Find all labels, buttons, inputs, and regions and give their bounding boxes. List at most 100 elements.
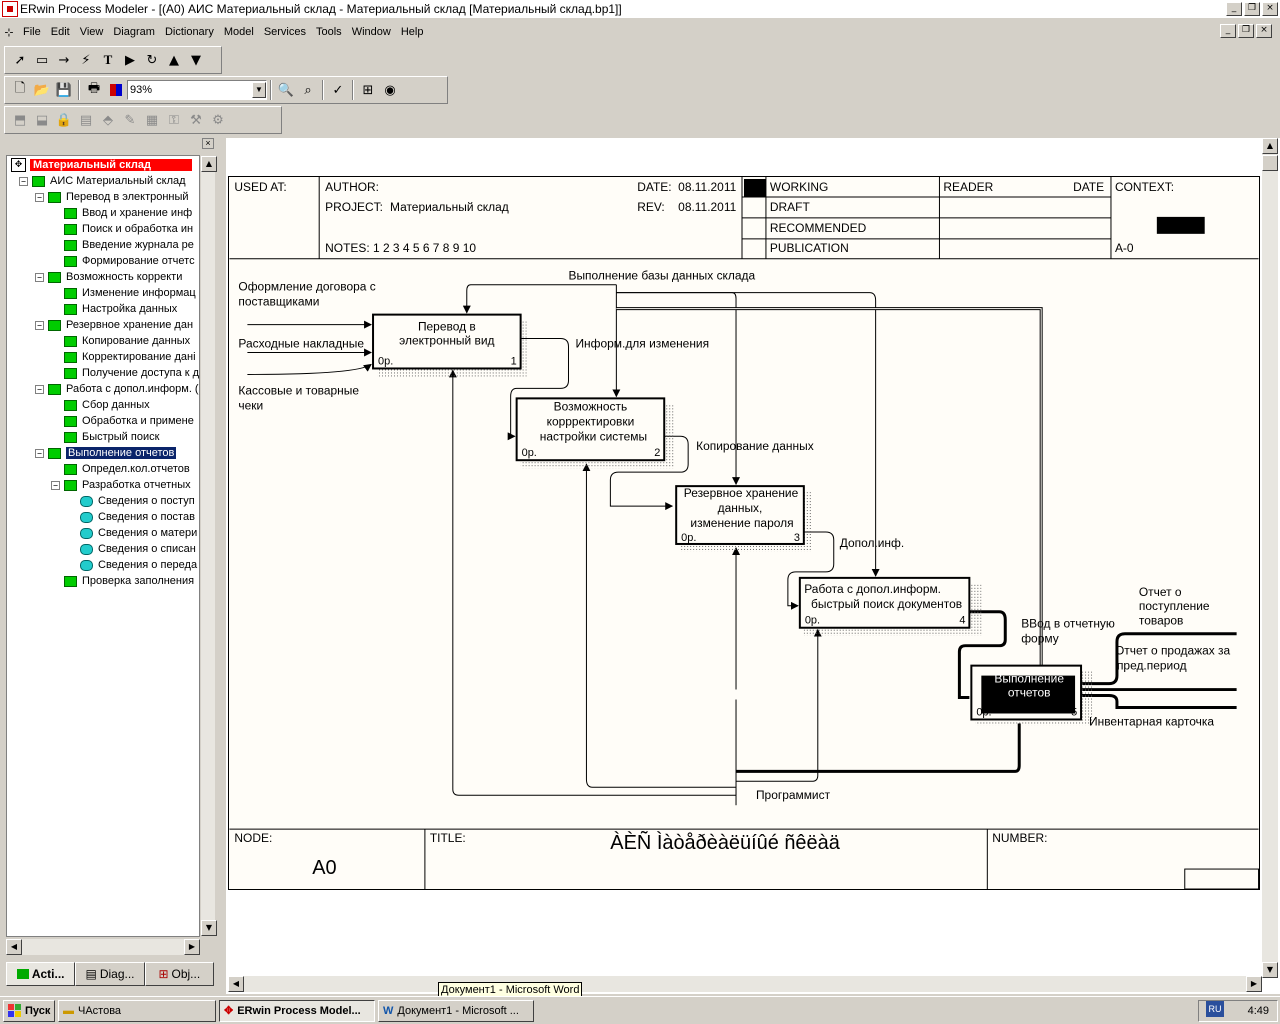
tree-node[interactable]: Сведения о постав xyxy=(7,509,199,525)
canvas-vertical-scrollbar[interactable]: ▲ ▼ xyxy=(1262,138,1278,978)
new-file-icon[interactable]: 🗋 xyxy=(14,81,26,96)
tree-node[interactable]: Ввод и хранение инф xyxy=(7,205,199,221)
tree-node[interactable]: Быстрый поиск xyxy=(7,429,199,445)
canvas-horizontal-scrollbar[interactable]: ◀ ▶ xyxy=(228,976,1262,992)
collapse-toggle-icon[interactable]: − xyxy=(51,480,60,490)
scroll-up-icon[interactable]: ▲ xyxy=(201,156,217,172)
squiggle-tool-icon[interactable]: ⚡ xyxy=(81,52,91,68)
tree-node[interactable]: Сведения о поступ xyxy=(7,493,199,509)
box-tool-icon[interactable]: ▭ xyxy=(35,52,49,68)
taskbar-item-folder[interactable]: ▬ЧАстова xyxy=(58,999,216,1022)
menu-file[interactable]: File xyxy=(23,26,41,38)
tree-node[interactable]: Формирование отчетс xyxy=(7,253,199,269)
go-up-icon[interactable]: ▲ xyxy=(169,52,179,68)
tab-diagrams[interactable]: ▤Diag... xyxy=(75,962,145,986)
tree-node[interactable]: Поиск и обработка ин xyxy=(7,221,199,237)
tree-node[interactable]: −Резервное хранение дан xyxy=(7,317,199,333)
grid-icon[interactable]: ▦ xyxy=(145,112,159,128)
mdi-close-button[interactable]: × xyxy=(1256,24,1272,38)
menu-diagram[interactable]: Diagram xyxy=(113,26,155,38)
security-icon[interactable]: ⚿ xyxy=(169,112,179,128)
tree-node[interactable]: Определ.кол.отчетов xyxy=(7,461,199,477)
tree-node[interactable]: Изменение информац xyxy=(7,285,199,301)
tree-node[interactable]: Сведения о матери xyxy=(7,525,199,541)
lock-icon[interactable]: 🔒 xyxy=(55,112,73,128)
close-button[interactable]: × xyxy=(1262,2,1278,16)
menu-dictionary[interactable]: Dictionary xyxy=(164,26,214,38)
pointer-icon[interactable]: ➚ xyxy=(14,52,26,68)
menu-edit[interactable]: Edit xyxy=(50,26,70,38)
tree-node[interactable]: −Перевод в электронный xyxy=(7,189,199,205)
disconnect-icon[interactable]: ⬓ xyxy=(35,112,49,128)
menu-view[interactable]: View xyxy=(79,26,104,38)
menu-window[interactable]: Window xyxy=(351,26,391,38)
erwin-app-icon[interactable] xyxy=(2,1,18,17)
merge-icon[interactable]: ⬘ xyxy=(103,112,113,128)
minimize-button[interactable]: _ xyxy=(1226,2,1242,16)
scroll-left-icon[interactable]: ◀ xyxy=(6,939,22,955)
model-explorer-icon[interactable]: ⊞ xyxy=(362,82,374,98)
tab-objects[interactable]: ⊞Obj... xyxy=(144,962,214,986)
tree-node[interactable]: Корректирование дані xyxy=(7,349,199,365)
tree-horizontal-scrollbar[interactable]: ◀ ▶ xyxy=(6,939,200,955)
start-button[interactable]: Пуск xyxy=(3,999,55,1022)
text-tool-icon[interactable]: T xyxy=(103,52,113,67)
collapse-toggle-icon[interactable]: − xyxy=(35,384,44,394)
tree-node[interactable]: −Возможность корректи xyxy=(7,269,199,285)
mdi-minimize-button[interactable]: _ xyxy=(1220,24,1236,38)
go-down-icon[interactable]: ▼ xyxy=(191,52,201,68)
open-folder-icon[interactable]: 📂 xyxy=(33,82,51,98)
collapse-toggle-icon[interactable]: − xyxy=(35,320,44,330)
taskbar-item-erwin[interactable]: ✥ERwin Process Model... xyxy=(219,999,375,1022)
color-palette-icon[interactable] xyxy=(105,79,127,101)
spell-check-icon[interactable]: ✓ xyxy=(332,82,344,98)
collapse-toggle-icon[interactable]: − xyxy=(35,272,44,282)
activity-box-4[interactable]: Работа с допол.информ. быстрый поиск док… xyxy=(798,576,982,636)
tree-node[interactable]: Сбор данных xyxy=(7,397,199,413)
edit-model-icon[interactable]: ✎ xyxy=(124,112,136,128)
tree-node[interactable]: Копирование данных xyxy=(7,333,199,349)
document-icon[interactable]: ⊹ xyxy=(4,25,14,39)
settings-icon[interactable]: ⚙ xyxy=(212,112,224,128)
zoom-in-icon[interactable]: 🔍 xyxy=(277,82,295,98)
arrow-tool-icon[interactable]: → xyxy=(58,52,70,68)
scroll-down-icon[interactable]: ▼ xyxy=(201,920,217,936)
activity-box-3[interactable]: Резервное хранение данных, изменение пар… xyxy=(675,485,812,552)
tree-node[interactable]: Введение журнала ре xyxy=(7,237,199,253)
menu-model[interactable]: Model xyxy=(223,26,254,38)
canvas-scroll-up-icon[interactable]: ▲ xyxy=(1262,138,1278,154)
clock[interactable]: 4:49 xyxy=(1247,1005,1269,1017)
activity-box-5[interactable]: Выполнение отчетов 0р. 5 xyxy=(970,664,1094,726)
save-icon[interactable]: 💾 xyxy=(55,82,73,98)
restore-button[interactable]: ❐ xyxy=(1244,2,1260,16)
canvas-scroll-left-icon[interactable]: ◀ xyxy=(228,976,244,992)
tree-node[interactable]: Настройка данных xyxy=(7,301,199,317)
tree-node[interactable]: −Выполнение отчетов xyxy=(7,445,199,461)
language-indicator[interactable]: RU xyxy=(1206,1001,1224,1017)
tree-node[interactable]: −АИС Материальный склад xyxy=(7,173,199,189)
zoom-combo[interactable]: 93% ▼ xyxy=(127,80,267,100)
canvas-scroll-right-icon[interactable]: ▶ xyxy=(1246,976,1262,992)
menu-services[interactable]: Services xyxy=(263,26,306,38)
play-icon[interactable]: ▶ xyxy=(125,52,135,68)
tree-node[interactable]: Получение доступа к д xyxy=(7,365,199,381)
mdi-restore-button[interactable]: ❐ xyxy=(1238,24,1254,38)
print-icon[interactable]: 🖶 xyxy=(87,81,101,96)
tree-node[interactable]: −Работа с допол.информ. ( xyxy=(7,381,199,397)
connect-icon[interactable]: ⬒ xyxy=(13,112,27,128)
scroll-right-icon[interactable]: ▶ xyxy=(184,939,200,955)
menu-help[interactable]: Help xyxy=(400,26,424,38)
pane-close-icon[interactable]: × xyxy=(202,138,214,149)
tree-root[interactable]: ✥ Материальный склад xyxy=(11,157,192,173)
tools-icon[interactable]: ⚒ xyxy=(190,112,202,128)
globe-icon[interactable]: ◉ xyxy=(384,82,396,98)
collapse-toggle-icon[interactable]: − xyxy=(35,448,44,458)
activity-box-1[interactable]: Перевод в электронный вид 0р. 1 xyxy=(372,313,527,377)
activity-box-2[interactable]: Возможность коррректировки настройки сис… xyxy=(515,397,675,469)
tree-node[interactable]: Обработка и примене xyxy=(7,413,199,429)
menu-tools[interactable]: Tools xyxy=(316,26,342,38)
collapse-toggle-icon[interactable]: − xyxy=(19,176,28,186)
tree-node[interactable]: Проверка заполнения xyxy=(7,573,199,589)
collapse-toggle-icon[interactable]: − xyxy=(35,192,44,202)
